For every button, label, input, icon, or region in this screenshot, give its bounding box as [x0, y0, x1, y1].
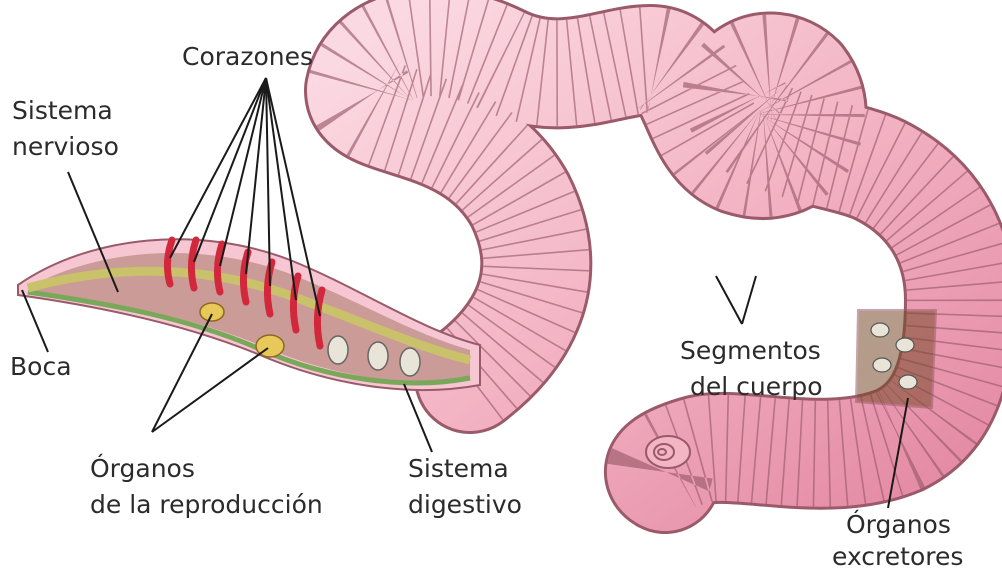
- label-sistema-digestivo-line2: digestivo: [408, 490, 522, 520]
- label-boca: Boca: [10, 352, 72, 382]
- label-segmentos-cuerpo-line1: Segmentos: [680, 336, 821, 366]
- label-corazones: Corazones: [182, 42, 313, 72]
- label-organos-excretores-line2: excretores: [832, 542, 963, 572]
- excretory-window: [856, 310, 936, 408]
- label-organos-reproduccion-line2: de la reproducción: [90, 490, 323, 520]
- label-organos-excretores-line1: Órganos: [846, 510, 951, 540]
- label-sistema-nervioso-line1: Sistema: [12, 96, 113, 126]
- cutaway-section: [18, 239, 480, 390]
- label-segmentos-cuerpo-line2: del cuerpo: [690, 372, 823, 402]
- label-sistema-nervioso-line2: nervioso: [12, 132, 119, 162]
- label-sistema-digestivo-line1: Sistema: [408, 454, 509, 484]
- label-organos-reproduccion-line1: Órganos: [90, 454, 195, 484]
- worm-body: [360, 43, 960, 478]
